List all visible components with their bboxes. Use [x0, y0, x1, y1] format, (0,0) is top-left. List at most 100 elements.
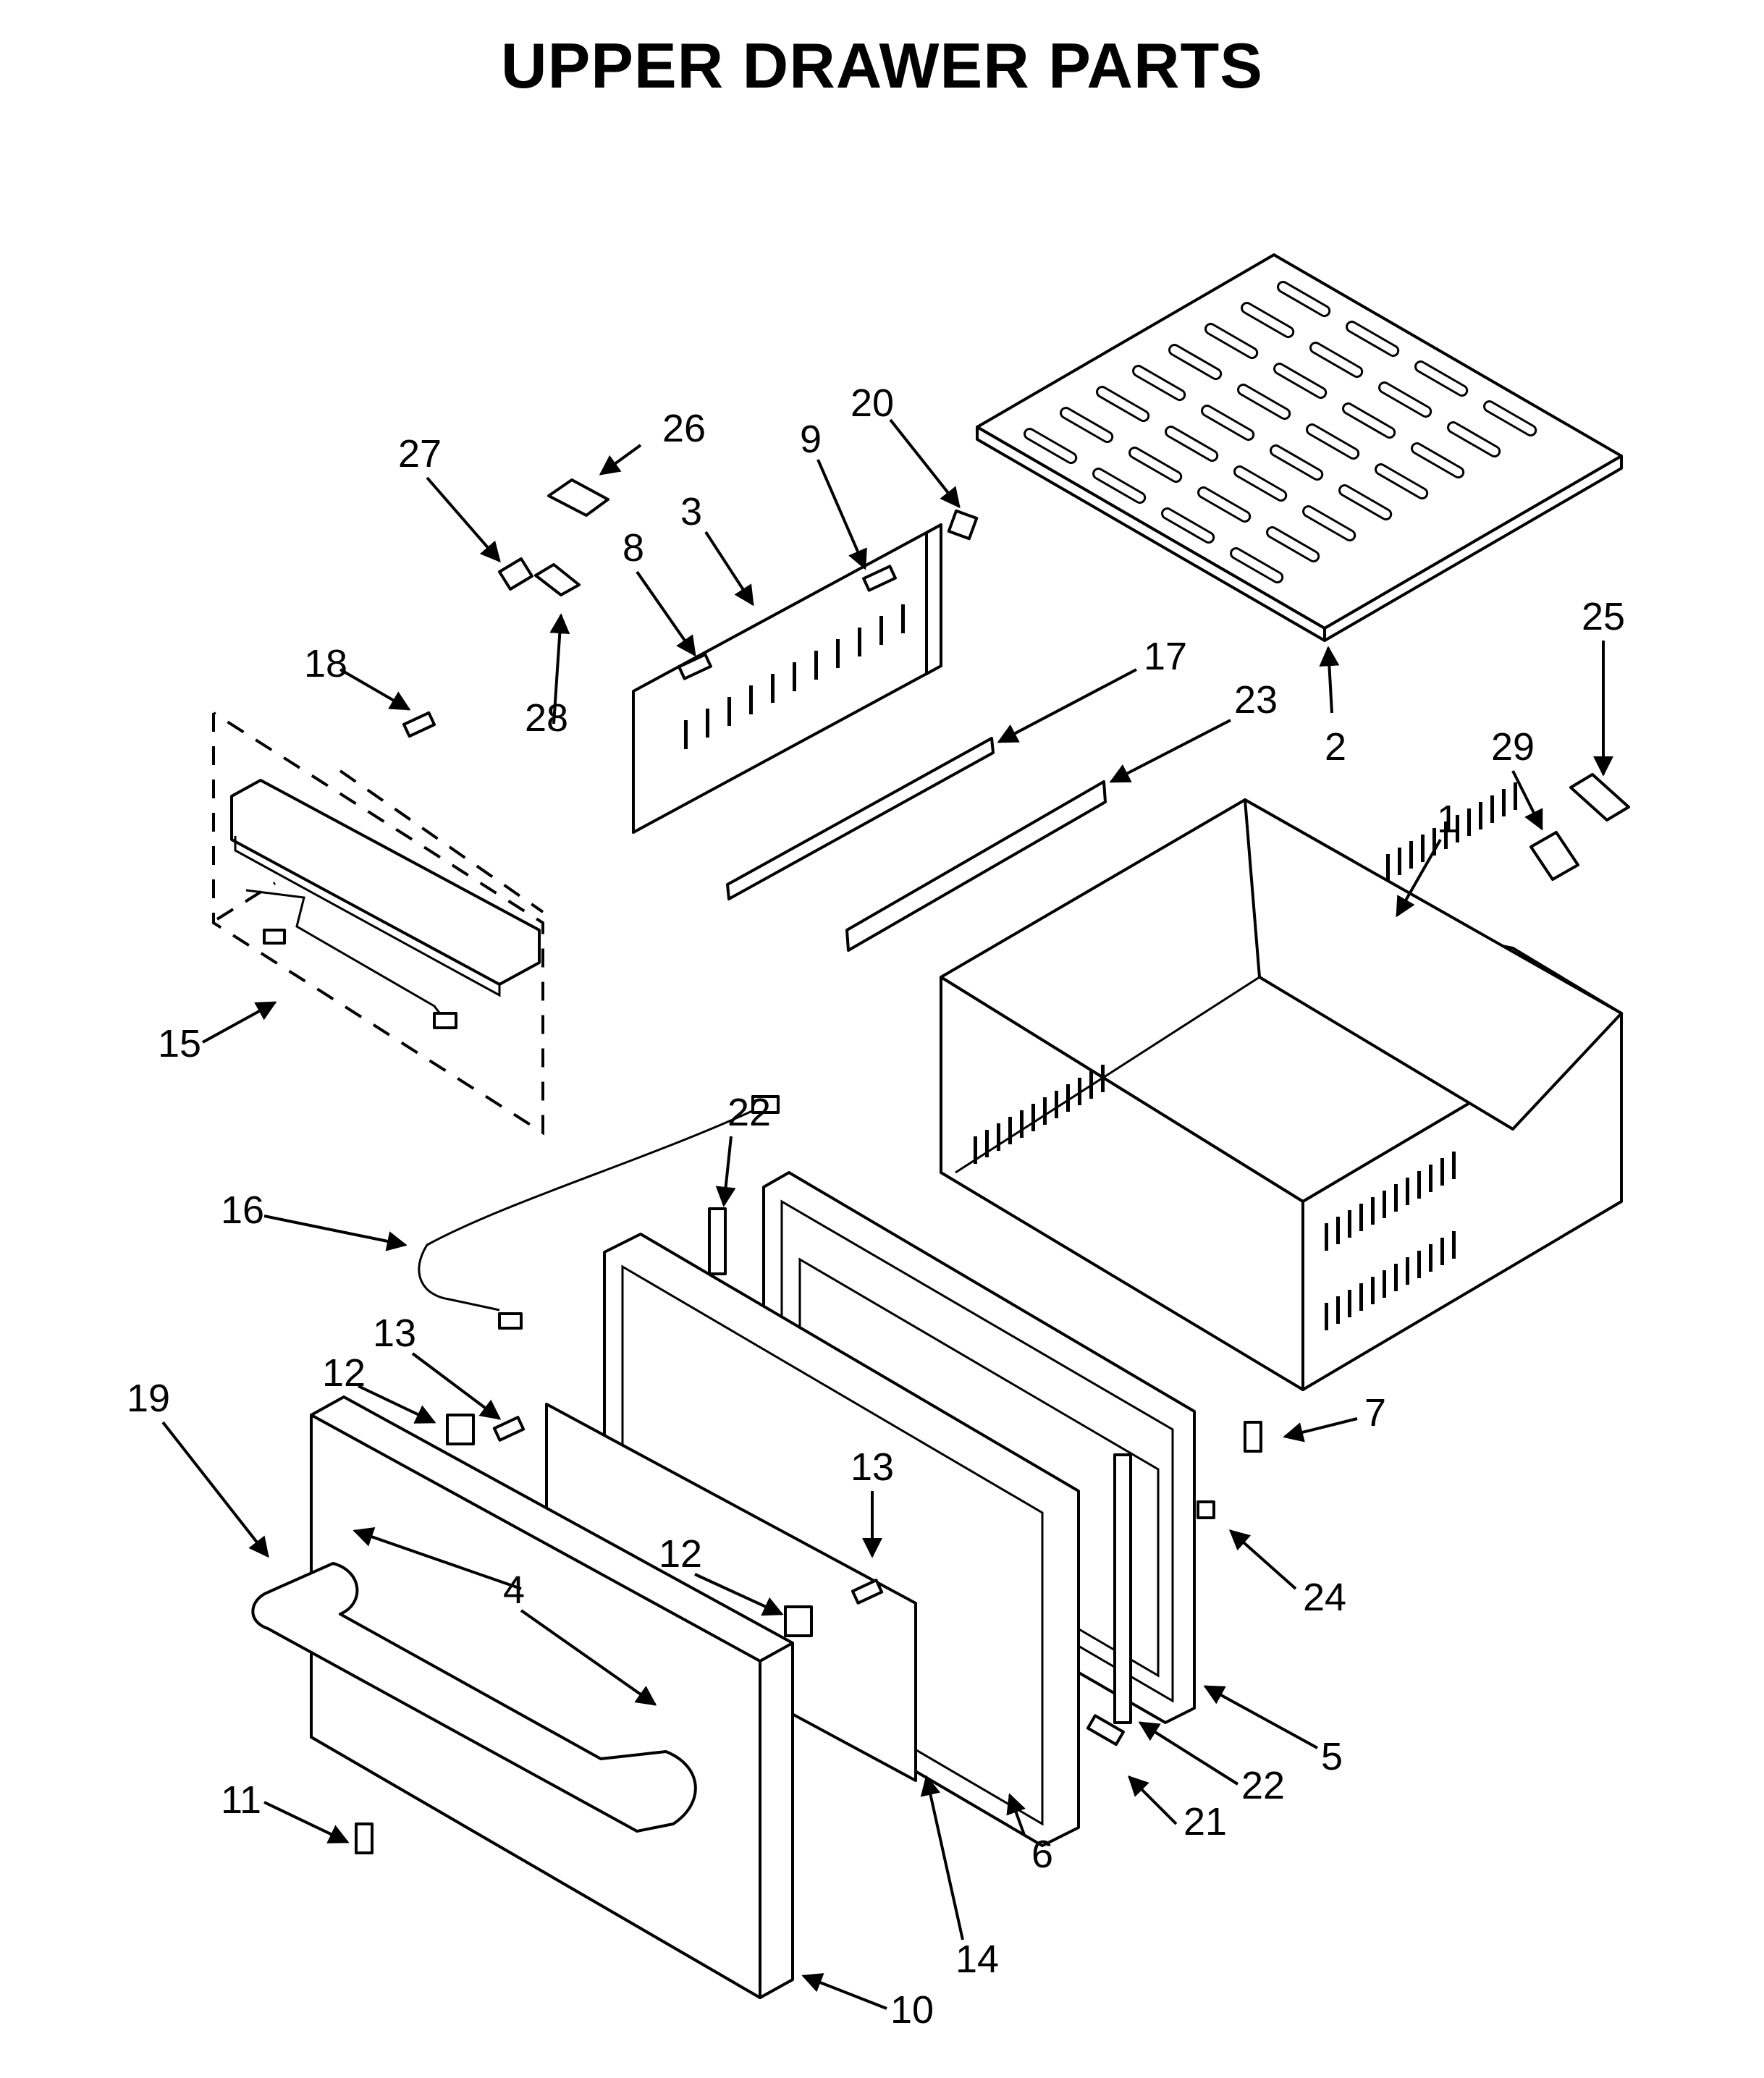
gasket-strip — [845, 780, 1107, 952]
callout-22b: 22 — [1241, 1764, 1285, 1807]
callout-16: 16 — [221, 1188, 264, 1232]
shelf-slot — [1237, 384, 1291, 421]
callout-9: 9 — [800, 418, 822, 461]
leader-line — [997, 668, 1137, 743]
leader-line — [1319, 646, 1340, 714]
callout-3: 3 — [680, 490, 702, 533]
leader-line — [816, 459, 867, 570]
leader-line — [801, 1973, 887, 2010]
drawer-bin — [940, 782, 1623, 1391]
bin-vent-slot — [1055, 1091, 1058, 1118]
bin-vent-slot — [1406, 1257, 1409, 1285]
shelf-slot — [1309, 342, 1364, 379]
small-label — [498, 557, 533, 591]
bin-vent-slot — [1514, 782, 1517, 810]
leader-line — [1396, 839, 1442, 918]
panel-vent-slot — [706, 709, 709, 738]
bin-vent-slot — [1502, 789, 1506, 816]
bin-vent-slot — [1043, 1097, 1047, 1125]
bin-vent-slot — [1394, 1184, 1398, 1212]
panel-vent-slot — [879, 616, 883, 645]
leader-line — [1228, 1529, 1297, 1590]
bin-vent-slot — [1429, 1244, 1432, 1272]
shelf-slot — [1273, 363, 1328, 400]
callout-19: 19 — [127, 1377, 170, 1420]
callout-2: 2 — [1325, 725, 1346, 769]
panel-vent-slot — [901, 604, 905, 633]
leader-line — [520, 1609, 657, 1706]
bin-vent-slot — [1452, 1152, 1456, 1179]
callout-18: 18 — [304, 642, 347, 685]
leader-line — [1128, 1775, 1178, 1825]
bin-vent-slot — [1406, 1178, 1409, 1205]
leader-line — [694, 1573, 784, 1616]
shelf-slot — [1132, 365, 1186, 402]
outer-door-panel — [310, 1395, 794, 1999]
bin-vent-slot — [1348, 1290, 1351, 1317]
bin-vent-slot — [1383, 1270, 1386, 1298]
shelf-slot — [1306, 423, 1360, 460]
bin-vent-slot — [1325, 1223, 1328, 1251]
panel-vent-slot — [771, 674, 775, 703]
panel-vent-slot — [727, 697, 731, 726]
bin-vent-slot — [1383, 1191, 1386, 1218]
leader-line — [715, 1136, 736, 1207]
callout-24: 24 — [1303, 1576, 1346, 1619]
callout-4: 4 — [503, 1568, 525, 1612]
bin-vent-slot — [1417, 1251, 1421, 1278]
leader-line — [202, 1001, 277, 1044]
bin-vent-slot — [1359, 1204, 1363, 1231]
shelf-slot — [1414, 360, 1469, 397]
leader-line — [1283, 1417, 1358, 1443]
bin-vent-slot — [1444, 822, 1448, 849]
shelf-slot — [1378, 381, 1432, 418]
callout-1: 1 — [1437, 798, 1459, 841]
callout-27: 27 — [398, 432, 442, 476]
shelf-slot — [1168, 344, 1223, 381]
panel-vent-slot — [684, 720, 688, 749]
bin-vent-slot — [1452, 1231, 1456, 1259]
callout-26: 26 — [662, 407, 706, 450]
callout-5: 5 — [1321, 1735, 1343, 1778]
trim-strip — [726, 737, 995, 900]
leader-line — [1006, 1793, 1026, 1836]
bin-vent-slot — [1490, 795, 1494, 823]
bin-vent-slot — [1440, 1238, 1444, 1265]
leader-line — [358, 1385, 436, 1424]
bin-vent-slot — [1479, 802, 1482, 829]
control-housing — [212, 711, 544, 1136]
shelf-slot — [1096, 386, 1150, 423]
bin-vent-slot — [985, 1130, 989, 1157]
bin-vent-slot — [1440, 1158, 1444, 1186]
leader-line — [1138, 1721, 1239, 1786]
shelf-slot — [1346, 321, 1400, 358]
callout-22a: 22 — [727, 1091, 771, 1134]
bin-vent-slot — [1398, 848, 1401, 875]
shelf-slot — [1447, 421, 1501, 458]
shelf-slot — [1233, 465, 1288, 502]
callout-6: 6 — [1031, 1833, 1053, 1876]
callout-12b: 12 — [659, 1532, 702, 1576]
bin-vent-slot — [1066, 1084, 1070, 1112]
leader-line — [920, 1775, 964, 1940]
shelf-slot — [1302, 505, 1356, 542]
shelf-slot — [1411, 442, 1465, 479]
callout-11: 11 — [221, 1778, 261, 1822]
shelf-slot — [1230, 547, 1284, 584]
bin-vent-slot — [1421, 835, 1425, 862]
callout-13a: 13 — [373, 1312, 416, 1355]
shelf-slot — [1342, 402, 1396, 439]
leader-line — [263, 1215, 408, 1251]
shelf-slot — [1128, 447, 1183, 483]
callout-17: 17 — [1144, 635, 1187, 678]
bin-vent-slot — [997, 1123, 1000, 1151]
leader-lines — [161, 418, 1613, 2010]
shelf-cover — [976, 253, 1623, 642]
leader-line — [353, 1527, 522, 1590]
callout-20: 20 — [851, 381, 894, 425]
panel-vent-slot — [836, 639, 840, 668]
bin-vent-slot — [1089, 1071, 1093, 1099]
bin-vent-slot — [1078, 1078, 1081, 1105]
bin-vent-slot — [1417, 1171, 1421, 1199]
